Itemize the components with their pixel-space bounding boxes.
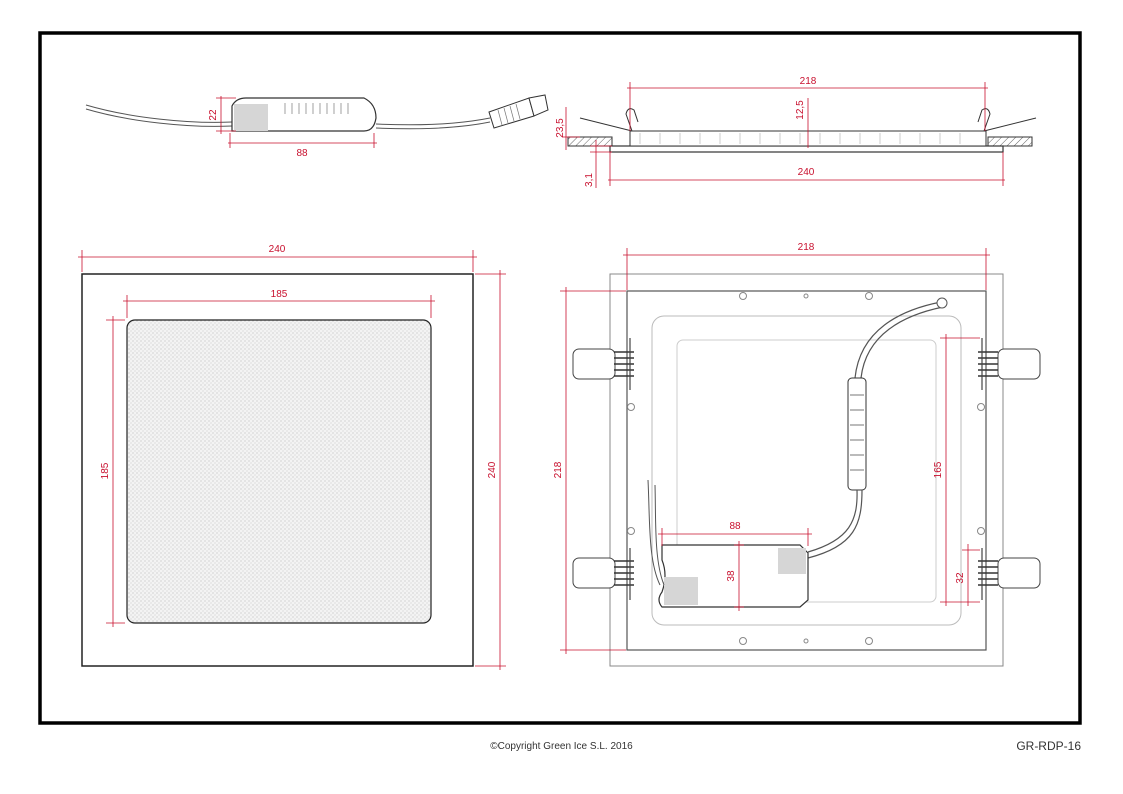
light-panel: [126, 319, 432, 624]
copyright-notice: ©Copyright Green Ice S.L. 2016: [490, 741, 633, 752]
back-view: [572, 273, 1041, 667]
driver-side-dimensions: [216, 96, 377, 148]
back-view-dimensions: [560, 248, 990, 654]
dim-back-driver-length: 88: [729, 521, 741, 532]
dim-front-outer-width: 240: [269, 244, 286, 255]
dim-back-width: 218: [798, 242, 815, 253]
dim-section-frame-height: 12,5: [795, 100, 806, 120]
dim-back-height: 218: [553, 461, 564, 478]
dim-back-spring-spacing: 165: [933, 461, 944, 478]
dim-back-driver-height: 38: [726, 570, 737, 582]
dim-driver-side-height: 22: [208, 109, 219, 121]
dim-back-spring-width: 32: [955, 572, 966, 584]
cross-section-dimensions: [562, 82, 1005, 188]
driver-side-view: [85, 94, 549, 132]
dim-front-outer-height: 240: [487, 461, 498, 478]
dim-section-overall-width: 240: [798, 167, 815, 178]
front-view-dimensions: [78, 250, 506, 670]
dim-section-top-width: 218: [800, 76, 817, 87]
sheet-frame: [38, 31, 1082, 725]
dim-section-flange: 3,1: [584, 173, 595, 187]
product-code: GR-RDP-16: [1016, 739, 1081, 753]
dim-front-light-width: 185: [271, 289, 288, 300]
dim-section-ceiling-thickness: 23,5: [555, 118, 566, 138]
dim-driver-side-length: 88: [296, 148, 308, 159]
front-view: [81, 273, 474, 667]
dim-front-light-height: 185: [100, 462, 111, 479]
